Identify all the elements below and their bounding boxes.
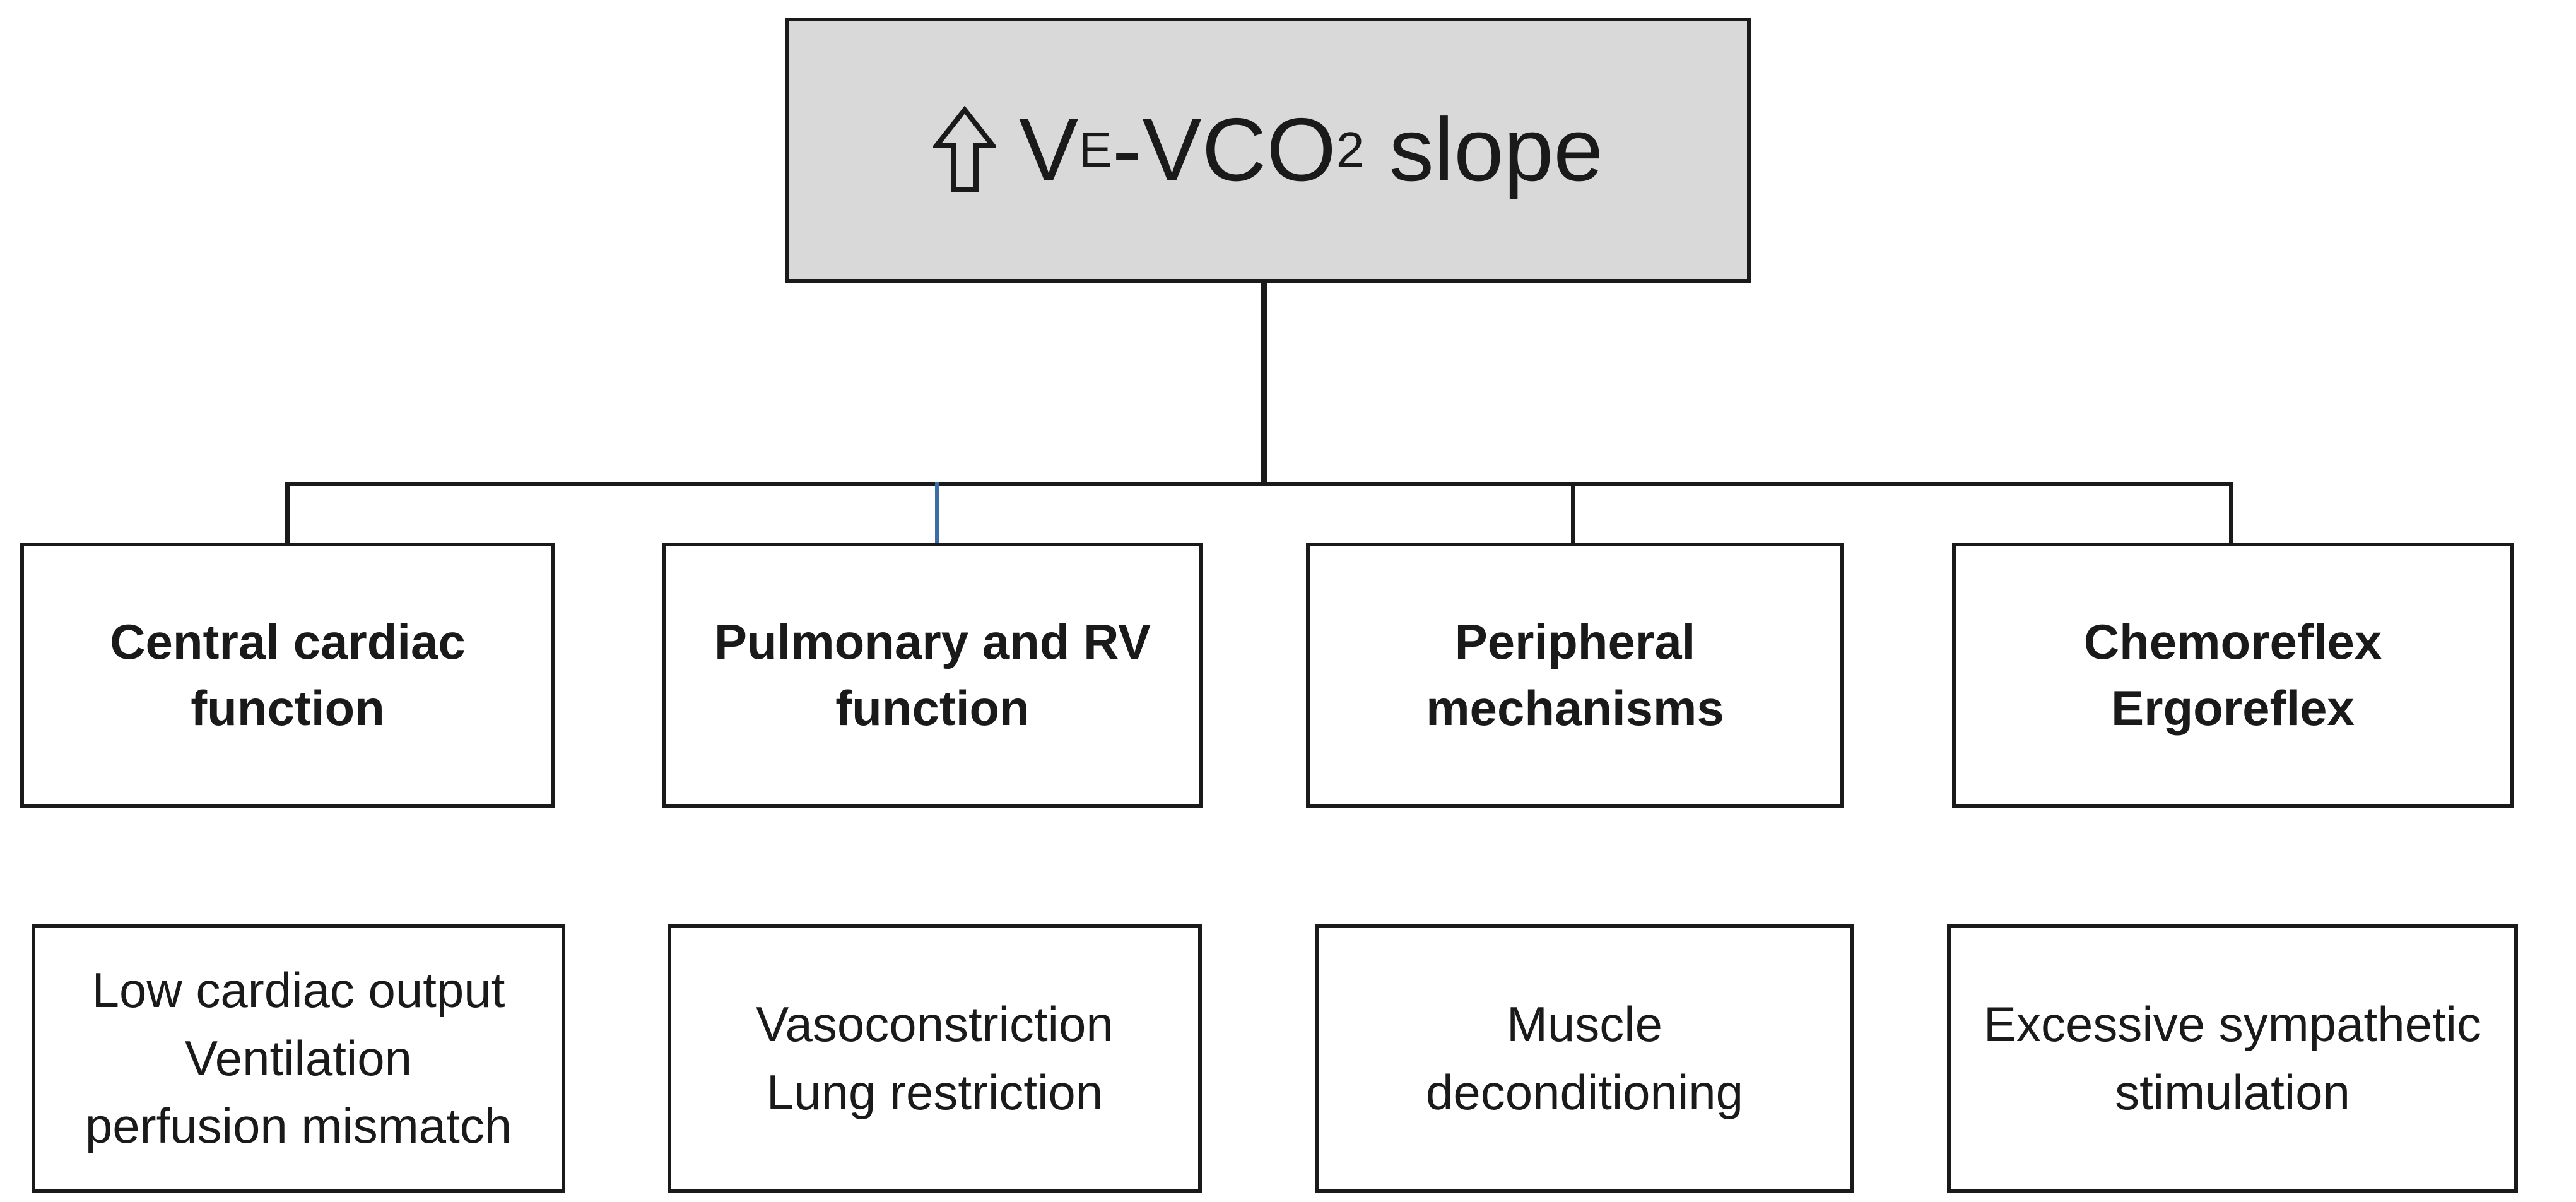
root-title-vco: -VCO <box>1112 100 1336 200</box>
category-label-line1: Pulmonary and RV <box>714 613 1151 669</box>
root-title-v: V <box>1018 100 1079 200</box>
detail-box-pulmonary-rv: Vasoconstriction Lung restriction <box>668 924 1202 1193</box>
category-label-line1: Chemoreflex <box>2083 613 2382 669</box>
up-arrow-outline-icon <box>932 106 996 192</box>
category-label-line1: Central cardiac <box>110 613 466 669</box>
detail-text-line2: stimulation <box>2115 1064 2350 1120</box>
category-label-line2: mechanisms <box>1426 680 1724 736</box>
branch-connector-chemoreflex <box>2229 482 2233 544</box>
category-label-line2: function <box>835 680 1030 736</box>
branch-connector-pulmonary <box>935 482 939 544</box>
detail-text-line1: Excessive sympathetic <box>1984 996 2481 1052</box>
detail-text-line2: deconditioning <box>1425 1064 1744 1120</box>
category-box-pulmonary-rv: Pulmonary and RV function <box>662 543 1203 808</box>
detail-text-line1: Muscle <box>1506 996 1663 1052</box>
category-box-chemoreflex: Chemoreflex Ergoreflex <box>1952 543 2514 808</box>
detail-text-line2: Lung restriction <box>766 1064 1103 1120</box>
branch-connector-peripheral <box>1571 482 1575 544</box>
detail-text-line3: perfusion mismatch <box>85 1098 512 1154</box>
category-box-peripheral: Peripheral mechanisms <box>1306 543 1844 808</box>
detail-text-line1: Vasoconstriction <box>756 996 1114 1052</box>
branch-connector-central <box>285 482 290 544</box>
horizontal-bus-connector <box>285 482 2232 486</box>
detail-box-peripheral: Muscle deconditioning <box>1315 924 1854 1193</box>
category-label-line1: Peripheral <box>1454 613 1696 669</box>
category-label-line2: function <box>191 680 385 736</box>
detail-text-line1: Low cardiac output <box>91 962 505 1018</box>
category-label-line2: Ergoreflex <box>2111 680 2355 736</box>
detail-text-line2: Ventilation <box>185 1030 412 1086</box>
root-title-slope: slope <box>1364 100 1604 200</box>
detail-box-central-cardiac: Low cardiac output Ventilation perfusion… <box>32 924 565 1193</box>
root-stem-connector <box>1261 283 1267 485</box>
category-box-central-cardiac: Central cardiac function <box>20 543 555 808</box>
detail-box-chemoreflex: Excessive sympathetic stimulation <box>1947 924 2518 1193</box>
